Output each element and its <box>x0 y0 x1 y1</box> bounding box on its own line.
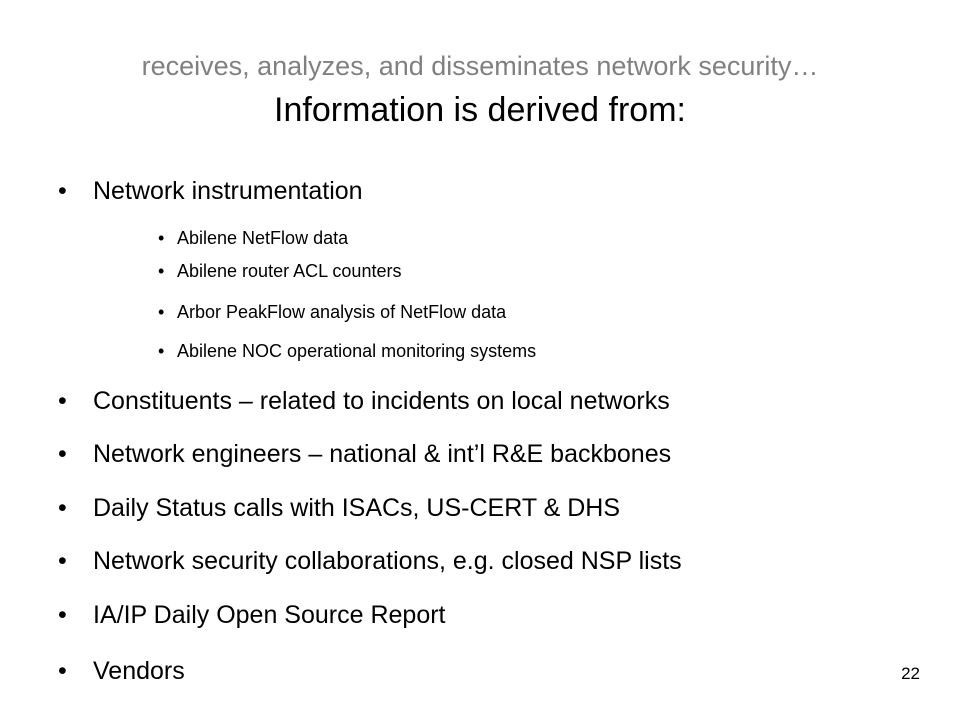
bullet-text: Abilene NOC operational monitoring syste… <box>177 341 537 361</box>
sub-bullet-item-netflow: • Abilene NetFlow data <box>158 226 348 250</box>
bullet-text: Network engineers – national & int’l R&E… <box>93 440 672 468</box>
bullet-text: Abilene NetFlow data <box>177 228 349 248</box>
bullet-item-constituents: • Constituents – related to incidents on… <box>58 386 670 416</box>
bullet-item-vendors: • Vendors <box>58 656 185 686</box>
bullet-item-open-source-report: • IA/IP Daily Open Source Report <box>58 600 446 630</box>
sub-bullet-item-acl-counters: • Abilene router ACL counters <box>158 259 401 283</box>
bullet-icon: • <box>158 302 165 322</box>
bullet-text: IA/IP Daily Open Source Report <box>93 601 446 629</box>
sub-bullet-item-noc-monitoring: • Abilene NOC operational monitoring sys… <box>158 339 536 363</box>
bullet-text: Vendors <box>93 657 185 685</box>
bullet-text: Daily Status calls with ISACs, US-CERT &… <box>93 494 620 522</box>
bullet-item-daily-status-calls: • Daily Status calls with ISACs, US-CERT… <box>58 493 620 523</box>
bullet-text: Arbor PeakFlow analysis of NetFlow data <box>177 302 507 322</box>
bullet-icon: • <box>158 261 165 281</box>
bullet-icon: • <box>58 440 67 468</box>
slide-subtitle: receives, analyzes, and disseminates net… <box>141 51 819 81</box>
bullet-icon: • <box>58 494 67 522</box>
bullet-icon: • <box>58 177 67 205</box>
bullet-item-security-collaborations: • Network security collaborations, e.g. … <box>58 546 682 576</box>
bullet-icon: • <box>58 601 67 629</box>
slide-title: Information is derived from: <box>274 91 686 129</box>
bullet-icon: • <box>58 547 67 575</box>
bullet-text: Network security collaborations, e.g. cl… <box>93 547 682 575</box>
sub-bullet-item-peakflow: • Arbor PeakFlow analysis of NetFlow dat… <box>158 300 506 324</box>
bullet-icon: • <box>58 657 67 685</box>
bullet-item-network-engineers: • Network engineers – national & int’l R… <box>58 439 671 469</box>
bullet-item-network-instrumentation: • Network instrumentation <box>58 176 363 206</box>
bullet-text: Constituents – related to incidents on l… <box>93 387 670 415</box>
bullet-text: Abilene router ACL counters <box>177 261 402 281</box>
bullet-icon: • <box>158 228 165 248</box>
bullet-text: Network instrumentation <box>93 177 363 205</box>
bullet-icon: • <box>158 341 165 361</box>
page-number: 22 <box>901 664 920 683</box>
bullet-icon: • <box>58 387 67 415</box>
